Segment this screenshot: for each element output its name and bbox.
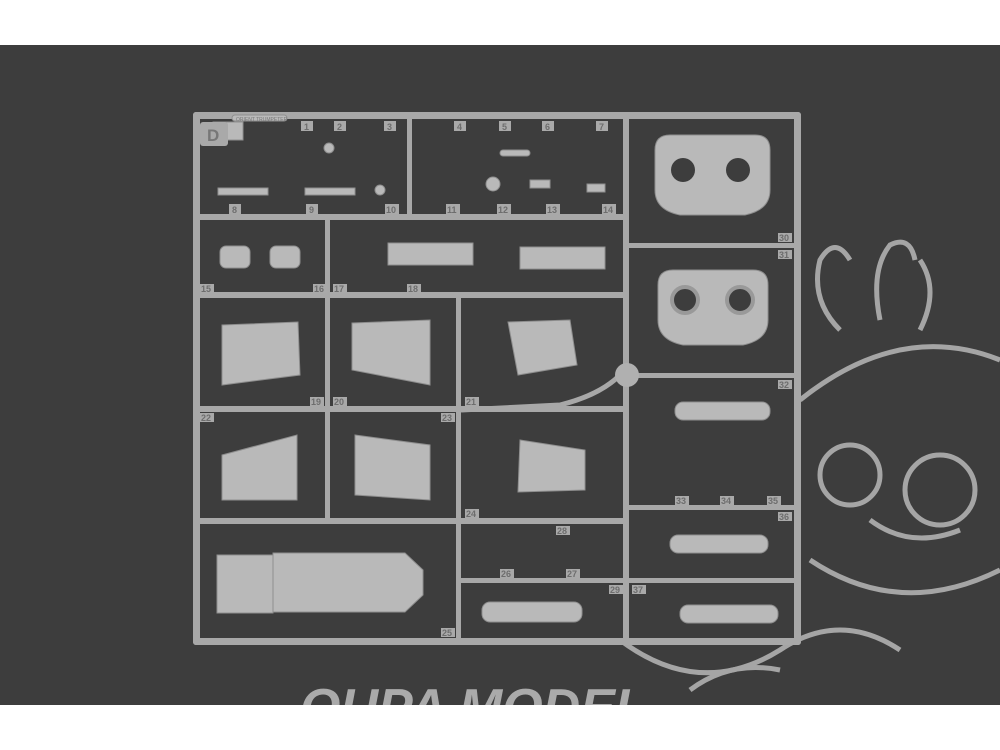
- sprue-frame: [193, 112, 801, 645]
- part-number: 20: [333, 397, 347, 407]
- part-number: 2: [334, 121, 346, 132]
- part-number: 31: [778, 250, 792, 260]
- svg-text:36: 36: [779, 512, 789, 522]
- watermark-logo: OUPA MODEL: [300, 679, 647, 705]
- part-number: 16: [313, 284, 327, 294]
- sprue-parts: [212, 114, 779, 624]
- svg-text:12: 12: [498, 205, 508, 215]
- part-number: 12: [497, 204, 511, 215]
- svg-text:1: 1: [304, 122, 309, 132]
- svg-text:8: 8: [232, 205, 237, 215]
- svg-text:22: 22: [201, 413, 211, 423]
- svg-text:34: 34: [721, 496, 731, 506]
- svg-text:9: 9: [309, 205, 314, 215]
- part-number: 28: [556, 526, 570, 536]
- svg-text:2: 2: [337, 122, 342, 132]
- part-number: 6: [542, 121, 554, 132]
- part-number: 25: [441, 628, 455, 638]
- svg-text:17: 17: [334, 284, 344, 294]
- svg-text:7: 7: [599, 122, 604, 132]
- part-number: 26: [500, 569, 514, 579]
- svg-text:26: 26: [501, 569, 511, 579]
- part-number: 35: [767, 496, 781, 506]
- svg-text:33: 33: [676, 496, 686, 506]
- part-number: 18: [407, 284, 421, 294]
- part-number: 9: [306, 204, 318, 215]
- part-number: 1: [301, 121, 313, 132]
- svg-text:13: 13: [547, 205, 557, 215]
- sprue-letter: D: [207, 126, 219, 145]
- svg-text:4: 4: [457, 122, 462, 132]
- svg-text:11: 11: [447, 205, 457, 215]
- watermark-dragon: [618, 239, 1000, 693]
- svg-text:25: 25: [442, 628, 452, 638]
- svg-text:6: 6: [545, 122, 550, 132]
- part-number: 11: [446, 204, 460, 215]
- part-number: 4: [454, 121, 466, 132]
- svg-text:16: 16: [314, 284, 324, 294]
- svg-text:30: 30: [779, 233, 789, 243]
- part-number: 33: [675, 496, 689, 506]
- svg-text:24: 24: [466, 509, 476, 519]
- svg-text:37: 37: [633, 585, 643, 595]
- sprue-code: ORIENT TRUMPETER: [236, 117, 288, 123]
- part-number: 19: [310, 397, 324, 407]
- svg-text:10: 10: [386, 205, 396, 215]
- svg-text:5: 5: [502, 122, 507, 132]
- part-number: 3: [384, 121, 396, 132]
- part-number: 24: [465, 509, 479, 519]
- part-number: 13: [546, 204, 560, 215]
- part-number: 30: [778, 233, 792, 243]
- svg-text:31: 31: [779, 250, 789, 260]
- svg-text:32: 32: [779, 380, 789, 390]
- part-number: 27: [566, 569, 580, 579]
- svg-text:21: 21: [466, 397, 476, 407]
- part-number-labels: 1 2 3 4 5 6 7 8 9 10 11 12 13 14 15 16 1…: [200, 121, 792, 638]
- svg-text:14: 14: [603, 205, 613, 215]
- svg-text:20: 20: [334, 397, 344, 407]
- part-number: 7: [596, 121, 608, 132]
- part-number: 10: [385, 204, 399, 215]
- svg-text:27: 27: [567, 569, 577, 579]
- svg-text:35: 35: [768, 496, 778, 506]
- part-number: 15: [200, 284, 214, 294]
- part-number: 5: [499, 121, 511, 132]
- svg-text:19: 19: [311, 397, 321, 407]
- sprue-photo: OUPA MODEL: [0, 45, 1000, 705]
- part-number: 32: [778, 380, 792, 390]
- svg-text:15: 15: [201, 284, 211, 294]
- part-number: 37: [632, 585, 646, 595]
- part-number: 17: [333, 284, 347, 294]
- part-number: 8: [229, 204, 241, 215]
- part-number: 14: [602, 204, 616, 215]
- svg-text:23: 23: [442, 413, 452, 423]
- part-number: 23: [441, 413, 455, 423]
- part-number: 36: [778, 512, 792, 522]
- part-number: 22: [200, 413, 214, 423]
- svg-text:18: 18: [408, 284, 418, 294]
- part-number: 21: [465, 397, 479, 407]
- svg-text:3: 3: [387, 122, 392, 132]
- part-number: 29: [609, 585, 623, 595]
- svg-text:29: 29: [610, 585, 620, 595]
- part-number: 34: [720, 496, 734, 506]
- svg-text:28: 28: [557, 526, 567, 536]
